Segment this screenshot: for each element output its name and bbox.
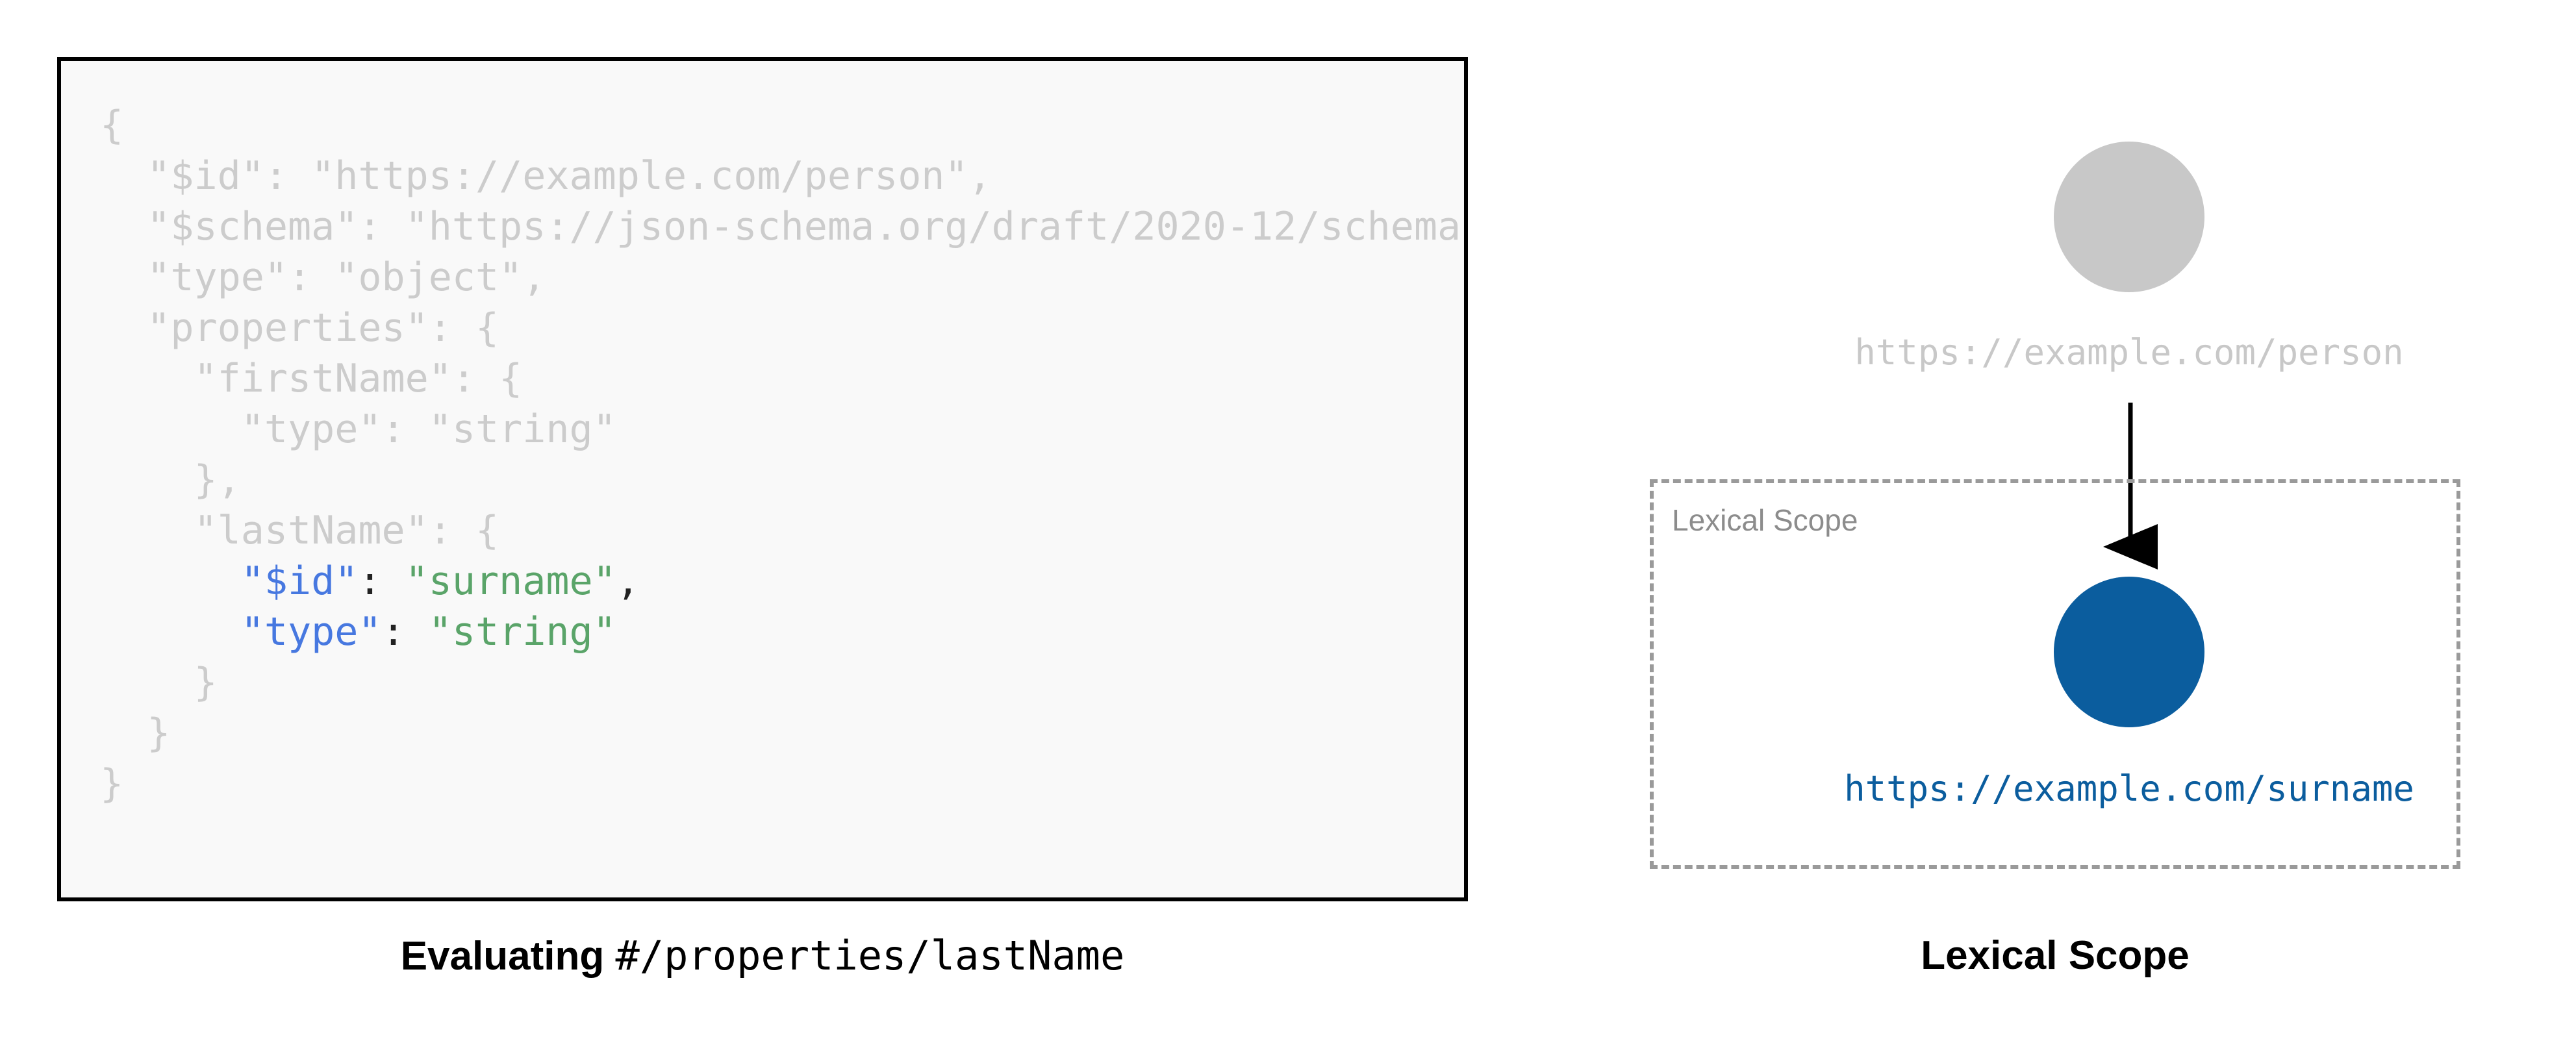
scope-edge-arrow-icon bbox=[2103, 403, 2158, 570]
code-token-dim: }, bbox=[194, 457, 241, 503]
code-indent bbox=[100, 508, 194, 553]
left-caption-pointer: #/properties/lastName bbox=[615, 932, 1125, 979]
code-indent bbox=[100, 153, 147, 199]
code-line: "type": "string" bbox=[100, 404, 1464, 455]
scoped-schema-node-label: https://example.com/surname bbox=[1844, 768, 2414, 809]
code-token-dim: "firstName": { bbox=[194, 356, 523, 401]
json-schema-code-box: { "$id": "https://example.com/person", "… bbox=[57, 57, 1468, 901]
code-line: "type": "string" bbox=[100, 607, 1464, 657]
code-token-str: "string" bbox=[428, 609, 616, 655]
code-line: { bbox=[100, 100, 1464, 151]
code-token-dim: "$id": "https://example.com/person", bbox=[147, 153, 992, 199]
code-indent bbox=[100, 660, 194, 705]
code-line: } bbox=[100, 758, 1464, 809]
code-line: "type": "object", bbox=[100, 252, 1464, 303]
json-schema-code-listing: { "$id": "https://example.com/person", "… bbox=[100, 100, 1468, 809]
schema-source-panel: { "$id": "https://example.com/person", "… bbox=[0, 0, 1468, 1039]
code-token-str: "surname" bbox=[405, 558, 616, 604]
code-indent bbox=[100, 305, 147, 351]
lexical-scope-box-label: Lexical Scope bbox=[1672, 503, 1858, 537]
code-indent bbox=[100, 710, 147, 756]
code-line: }, bbox=[100, 455, 1464, 505]
code-token-dim: "$schema": "https://json-schema.org/draf… bbox=[147, 204, 1468, 249]
code-token-punct: : bbox=[381, 609, 429, 655]
code-line: "$schema": "https://json-schema.org/draf… bbox=[100, 201, 1468, 252]
code-token-key: "$id" bbox=[240, 558, 359, 604]
code-line: "$id": "https://example.com/person", bbox=[100, 151, 1464, 201]
code-indent bbox=[100, 356, 194, 401]
code-token-dim: } bbox=[100, 761, 124, 807]
code-indent bbox=[100, 609, 241, 655]
code-indent bbox=[100, 558, 241, 604]
code-indent bbox=[100, 255, 147, 300]
code-token-punct: : bbox=[358, 558, 405, 604]
code-token-dim: } bbox=[194, 660, 218, 705]
scoped-schema-node-circle bbox=[2054, 577, 2204, 727]
code-line: } bbox=[100, 708, 1464, 758]
lexical-scope-boundary-box: Lexical Scope bbox=[1650, 479, 2460, 869]
code-indent bbox=[100, 204, 147, 249]
code-token-dim: "type": "string" bbox=[240, 407, 616, 452]
left-panel-caption: Evaluating #/properties/lastName bbox=[57, 929, 1468, 984]
root-schema-node-circle bbox=[2054, 142, 2204, 292]
code-token-dim: } bbox=[147, 710, 171, 756]
code-line: "$id": "surname", bbox=[100, 556, 1464, 607]
code-token-dim: "type": "object", bbox=[147, 255, 546, 300]
code-token-dim: { bbox=[100, 103, 124, 148]
code-line: "properties": { bbox=[100, 303, 1464, 353]
code-indent bbox=[100, 407, 241, 452]
code-line: "lastName": { bbox=[100, 505, 1464, 556]
code-token-dim: "lastName": { bbox=[194, 508, 499, 553]
code-line: } bbox=[100, 657, 1464, 708]
right-panel-caption: Lexical Scope bbox=[1921, 933, 2190, 978]
root-schema-node-label: https://example.com/person bbox=[1854, 332, 2404, 373]
code-token-dim: "properties": { bbox=[147, 305, 499, 351]
code-token-punct: , bbox=[616, 558, 640, 604]
code-line: "firstName": { bbox=[100, 353, 1464, 404]
left-caption-prefix: Evaluating bbox=[400, 934, 605, 979]
code-token-key: "type" bbox=[240, 609, 382, 655]
lexical-scope-panel: https://example.com/person Lexical Scope… bbox=[1494, 0, 2576, 1039]
code-indent bbox=[100, 457, 194, 503]
